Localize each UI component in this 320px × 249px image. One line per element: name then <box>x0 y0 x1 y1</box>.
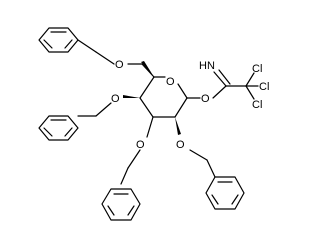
pyranose-ring <box>139 63 188 118</box>
bond-o1-cimid <box>212 85 227 99</box>
benzene-ring-1 <box>38 27 79 53</box>
benzene-ring-2 <box>38 115 79 141</box>
atom-label-o4: O <box>111 93 120 105</box>
atom-label-imine: HN <box>199 60 215 72</box>
bond-c3-o3 <box>146 116 154 138</box>
bond-ch2-ph3 <box>120 167 129 185</box>
bond-cimid-n-double <box>218 69 231 85</box>
atom-label-chlorine-3: Cl <box>252 99 262 111</box>
bond-o2-ch2 <box>189 149 208 161</box>
atom-label-chlorine-2: Cl <box>259 81 269 93</box>
benzene-ring-4 <box>205 176 245 210</box>
wedge-c2-o2 <box>175 117 181 135</box>
bond-ch2b-o6 <box>95 51 115 65</box>
atom-label-ring-oxygen: O <box>166 76 175 88</box>
bond-ch2-o6 <box>77 39 97 53</box>
bond-o4-ch2 <box>95 102 112 117</box>
bond-cimid-n <box>213 71 227 87</box>
atom-label-o3: O <box>136 139 145 151</box>
bond-ch2-ph4 <box>206 159 216 178</box>
atom-label-o6: O <box>115 59 124 71</box>
bond-o3-ch2 <box>127 149 141 169</box>
atom-label-o2: O <box>176 139 185 151</box>
wedge-c4-o4 <box>123 95 140 98</box>
bond-ccl3-cl3 <box>245 85 255 100</box>
atom-label-chlorine-1: Cl <box>252 63 262 75</box>
atom-label-anomeric-oxygen: O <box>201 93 210 105</box>
benzene-ring-3 <box>101 188 141 221</box>
molecule-structure-diagram: O O O O HN Cl Cl Cl O O <box>38 27 269 221</box>
wedge-c5-c6 <box>141 61 154 77</box>
bond-ccl3-cl1 <box>245 72 255 87</box>
